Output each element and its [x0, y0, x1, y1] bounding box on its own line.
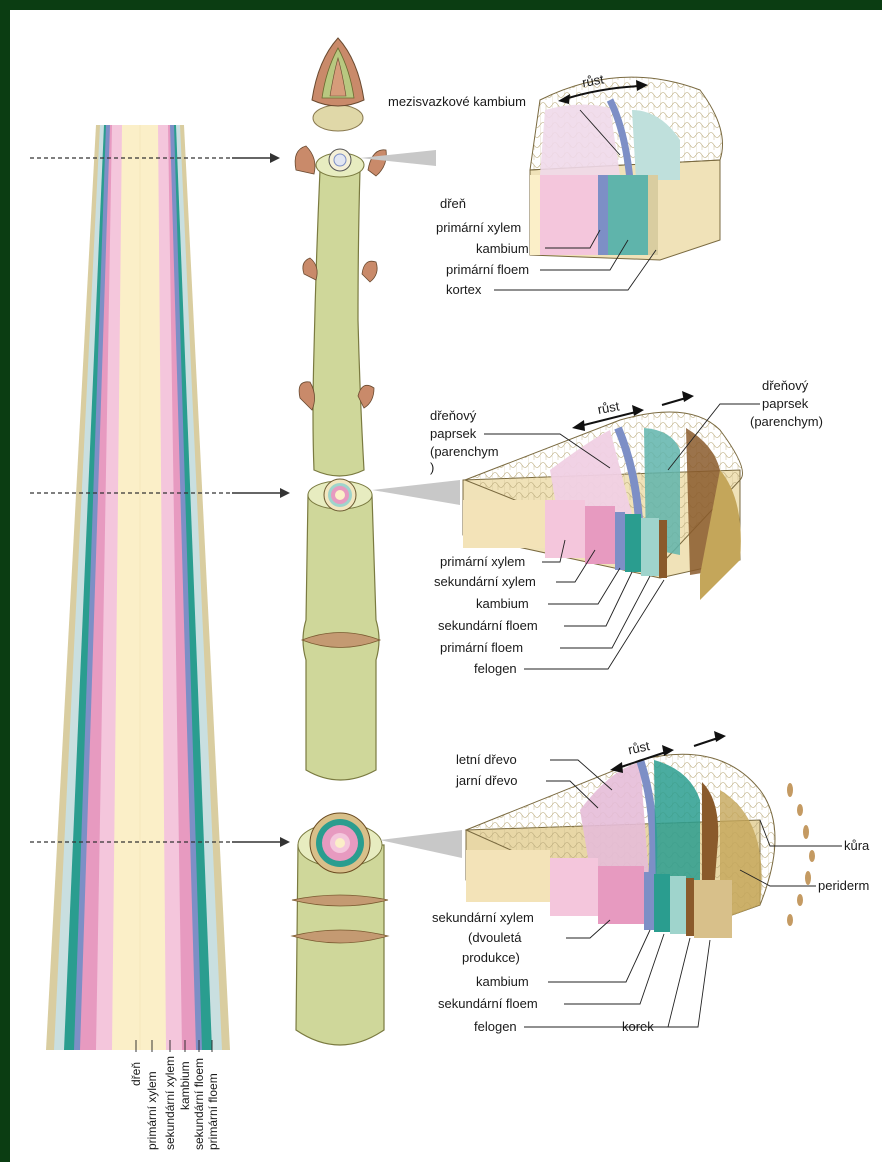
label-secondary-xylem-3a: sekundární xylem: [432, 910, 534, 925]
label-primary-phloem-2: primární floem: [440, 640, 523, 655]
stem-growth-diagram: dřeň primární xylem sekundární xylem kam…: [10, 10, 882, 1162]
label-cork: korek: [622, 1019, 654, 1034]
col-label-pith: dřeň: [129, 1062, 143, 1086]
label-ray-left-4: ): [430, 460, 434, 475]
terminal-bud-icon: [312, 38, 364, 131]
three-year-stem: [292, 813, 388, 1045]
label-cambium-1: kambium: [476, 241, 529, 256]
label-latewood: letní dřevo: [456, 752, 517, 767]
label-ray-left-1: dřeňový: [430, 408, 477, 423]
label-phellogen-2: felogen: [474, 661, 517, 676]
label-cambium-3: kambium: [476, 974, 529, 989]
two-year-stem: [302, 479, 380, 780]
growth-label-3: růst: [627, 738, 652, 757]
label-ray-right-3: (parenchym): [750, 414, 823, 429]
young-twig: [295, 38, 386, 476]
cross-section-2: [463, 412, 743, 600]
label-cambium-2: kambium: [476, 596, 529, 611]
label-primary-xylem-2: primární xylem: [440, 554, 525, 569]
label-interfascicular-cambium: mezisvazkové kambium: [388, 94, 526, 109]
label-secondary-xylem-2: sekundární xylem: [434, 574, 536, 589]
label-ray-left-2: paprsek: [430, 426, 477, 441]
label-ray-left-3: (parenchym: [430, 444, 499, 459]
growth-label-2: růst: [596, 398, 620, 417]
col-label-primary-phloem: primární floem: [206, 1073, 220, 1150]
label-bark: kůra: [844, 838, 870, 853]
label-pith-1: dřeň: [440, 196, 466, 211]
col-label-secondary-xylem: sekundární xylem: [163, 1056, 177, 1150]
col-label-primary-xylem: primární xylem: [145, 1071, 159, 1150]
label-ray-right-2: paprsek: [762, 396, 809, 411]
label-cortex-1: kortex: [446, 282, 482, 297]
label-secondary-xylem-3c: produkce): [462, 950, 520, 965]
bark-flakes: [787, 783, 815, 926]
label-secondary-phloem-3: sekundární floem: [438, 996, 538, 1011]
column-labels: dřeň primární xylem sekundární xylem kam…: [129, 1040, 220, 1150]
label-ray-right-1: dřeňový: [762, 378, 809, 393]
label-phellogen-3: felogen: [474, 1019, 517, 1034]
tapered-stem-column: [46, 125, 230, 1050]
label-primary-xylem-1: primární xylem: [436, 220, 521, 235]
label-primary-phloem-1: primární floem: [446, 262, 529, 277]
label-periderm: periderm: [818, 878, 869, 893]
label-earlywood: jarní dřevo: [455, 773, 517, 788]
cross-section-1: [530, 77, 723, 260]
label-secondary-xylem-3b: (dvouletá: [468, 930, 522, 945]
col-label-cambium: kambium: [178, 1061, 192, 1110]
label-secondary-phloem-2: sekundární floem: [438, 618, 538, 633]
col-label-secondary-phloem: sekundární floem: [192, 1058, 206, 1150]
diagram-canvas: dřeň primární xylem sekundární xylem kam…: [10, 10, 882, 1162]
